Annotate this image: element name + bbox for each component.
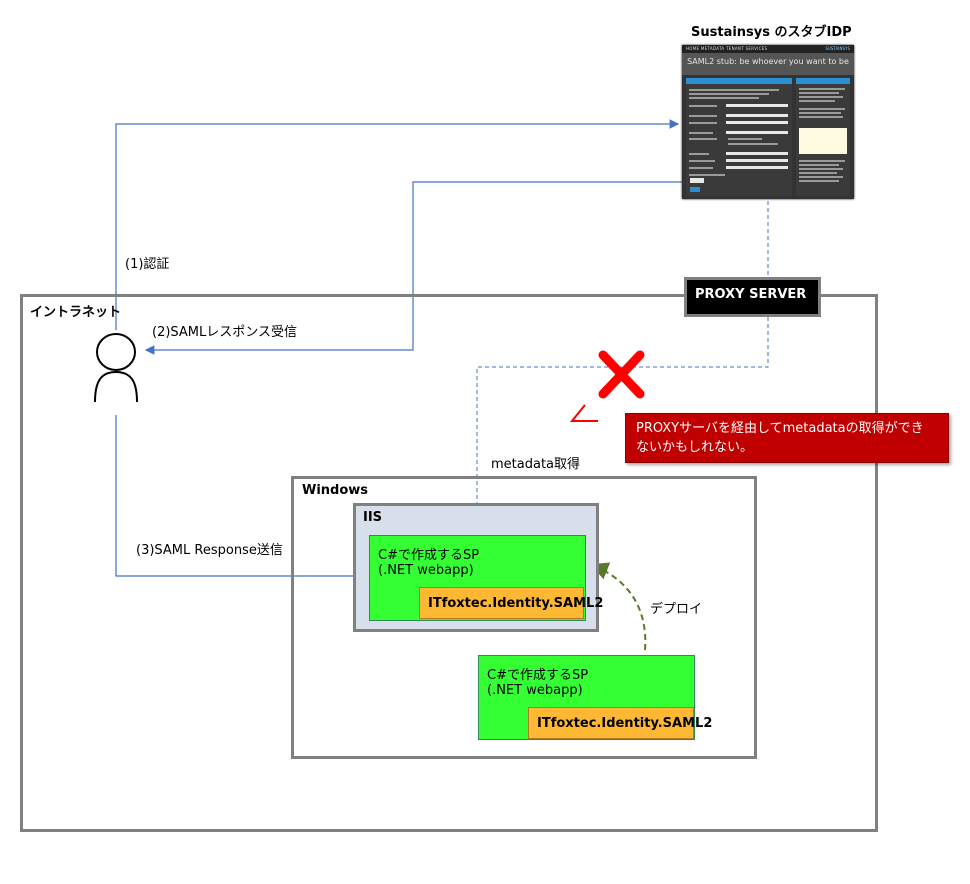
saml-response-send-label: (3)SAML Response送信 bbox=[136, 543, 283, 558]
auth-arrow bbox=[115, 119, 680, 330]
deploy-arrow bbox=[590, 562, 647, 651]
intranet-boundary bbox=[20, 294, 878, 832]
saml-response-send-arrow bbox=[115, 415, 364, 581]
auth-label: (1)認証 bbox=[125, 257, 170, 272]
intranet-label: イントラネット bbox=[30, 305, 122, 320]
idp-form bbox=[686, 78, 792, 196]
callout-pointer bbox=[569, 404, 598, 422]
windows-boundary bbox=[291, 476, 757, 759]
user-icon bbox=[94, 333, 138, 403]
windows-label: Windows bbox=[302, 483, 369, 498]
idp-hero-text: SAML2 stub: be whoever you want to be bbox=[687, 57, 849, 66]
metadata-dashed-arrow bbox=[473, 317, 769, 531]
saml-response-receive-label: (2)SAMLレスポンス受信 bbox=[152, 325, 297, 340]
idp-brand-logo: SUSTAINSYS bbox=[825, 46, 850, 51]
idp-title: Sustainsys のスタブIDP bbox=[691, 25, 852, 40]
idp-nav-text: HOME METADATA TENANT SERVICES bbox=[686, 46, 768, 51]
warning-callout: PROXYサーバを経由してmetadataの取得ができないかもしれない。 bbox=[625, 413, 949, 463]
deploy-label: デプロイ bbox=[650, 602, 703, 617]
proxy-server-box: PROXY SERVER bbox=[684, 277, 821, 317]
warning-text: PROXYサーバを経由してmetadataの取得ができないかもしれない。 bbox=[636, 421, 924, 455]
idp-hero bbox=[682, 53, 854, 75]
sp-deployed-subtitle: (.NET webapp) bbox=[378, 563, 474, 578]
idp-nav-bar: HOME METADATA TENANT SERVICES SUSTAINSYS bbox=[682, 45, 854, 53]
proxy-server-label: PROXY SERVER bbox=[695, 287, 807, 302]
iis-label: IIS bbox=[363, 510, 383, 525]
idp-screenshot: HOME METADATA TENANT SERVICES SUSTAINSYS… bbox=[682, 45, 854, 199]
saml-response-receive-arrow bbox=[144, 181, 682, 355]
sp-deployed-title: C#で作成するSP bbox=[378, 548, 480, 563]
sp-source-library: ITfoxtec.Identity.SAML2 bbox=[528, 707, 712, 739]
sp-source-title: C#で作成するSP bbox=[487, 668, 589, 683]
metadata-label: metadata取得 bbox=[491, 457, 581, 472]
blocked-x-mark bbox=[598, 350, 645, 399]
sp-deployed-library: ITfoxtec.Identity.SAML2 bbox=[419, 587, 603, 619]
sp-source-subtitle: (.NET webapp) bbox=[487, 683, 583, 698]
idp-sidebar bbox=[796, 78, 850, 196]
